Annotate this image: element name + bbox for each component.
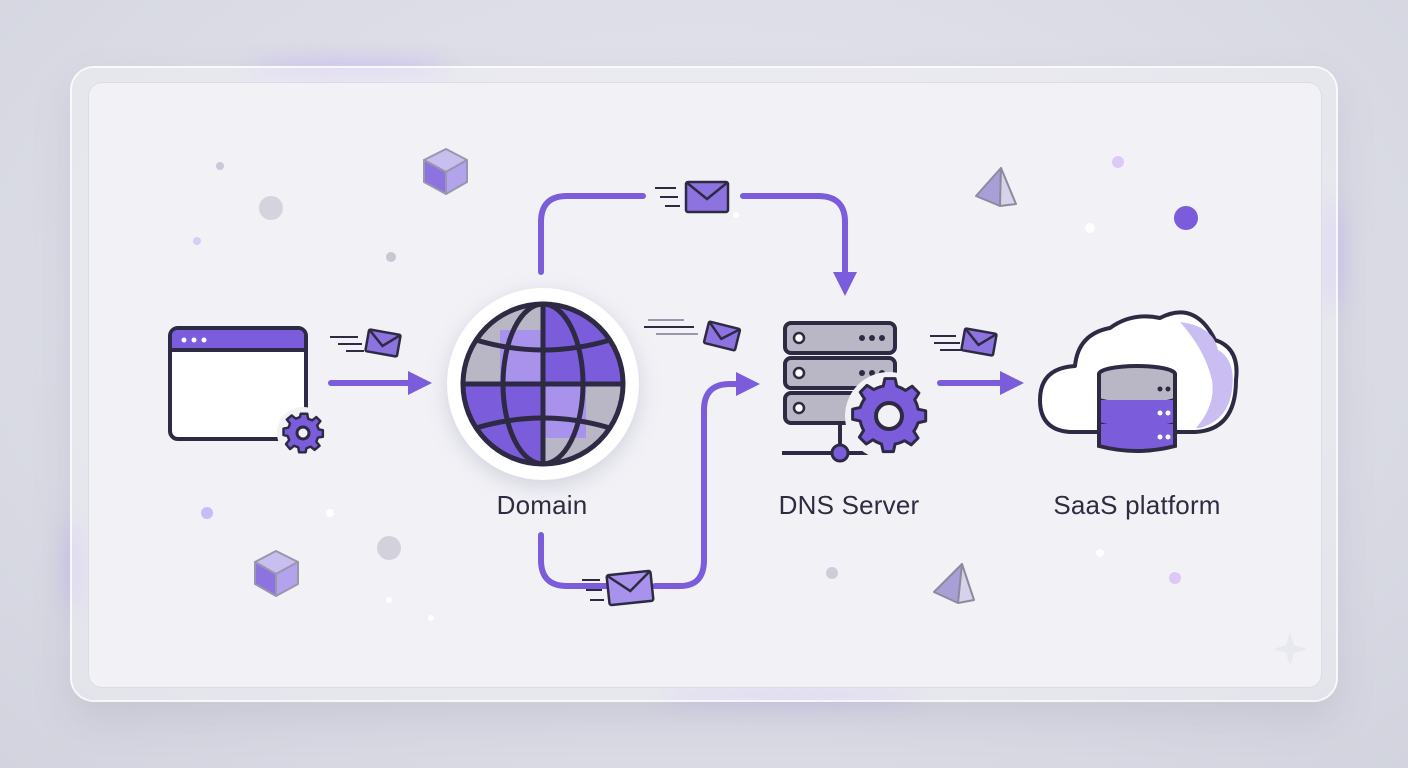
envelope-icon [930, 327, 998, 357]
dns-server-label: DNS Server [778, 490, 920, 520]
glow-left [66, 520, 80, 610]
arrow-domain-to-dns-lower [538, 532, 610, 589]
glow-bottom [660, 690, 920, 702]
pyramid-icon [975, 167, 1017, 207]
decorative-dots [193, 156, 1198, 621]
arrow-domain-to-dns-upper [538, 193, 646, 275]
sparkle-icon [1273, 632, 1307, 666]
envelope-icon [644, 319, 742, 352]
gear-icon [277, 407, 329, 459]
pyramid-icon [933, 563, 975, 604]
gear-icon [845, 372, 933, 460]
cloud-database-icon [1038, 310, 1239, 453]
browser-window-icon [168, 326, 308, 441]
glow-right [1325, 200, 1341, 310]
globe-icon [447, 288, 639, 480]
cube-icon [254, 550, 299, 597]
arrow-domain-to-dns-lower-tail [652, 372, 760, 589]
envelope-icon [582, 569, 655, 607]
saas-platform-label: SaaS platform [1053, 490, 1221, 520]
domain-label: Domain [496, 490, 588, 520]
envelope-icon [655, 180, 730, 214]
glow-top [250, 60, 450, 74]
cube-icon [423, 148, 468, 195]
envelope-icon [330, 328, 402, 358]
arrow-domain-to-dns-upper-tail [740, 193, 857, 296]
